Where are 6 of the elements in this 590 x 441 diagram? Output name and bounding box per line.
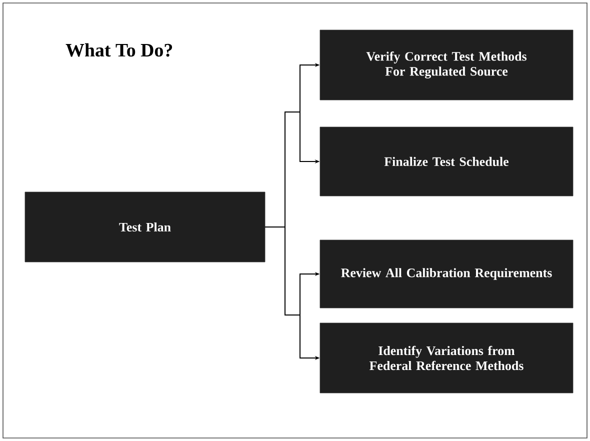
process-box: Verify Correct Test Methods For Regulated Source: [320, 30, 574, 100]
process-box: Review All Calibration Requirements: [320, 240, 574, 308]
process-box: Identify Variations from Federal Reference Methods: [320, 322, 574, 394]
process-box: Finalize Test Schedule: [320, 126, 574, 196]
process-box: Test Plan: [24, 192, 266, 262]
title: What To Do?: [66, 43, 172, 57]
